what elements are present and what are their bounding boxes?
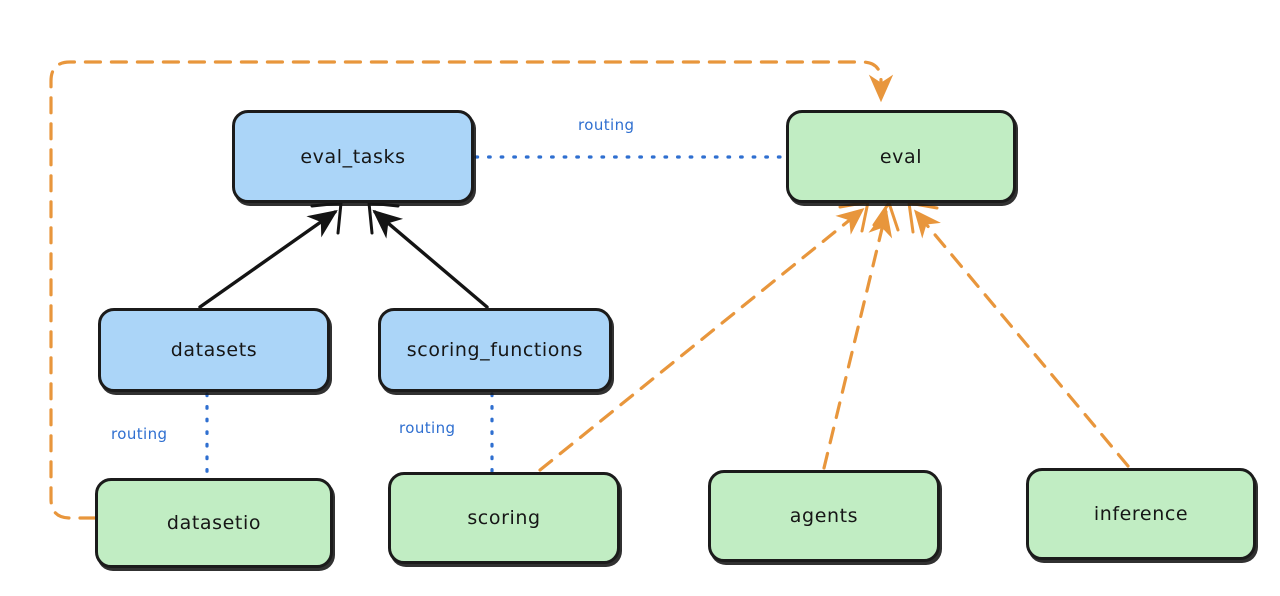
node-eval[interactable]: eval — [786, 110, 1016, 203]
node-scoring-label: scoring — [467, 507, 541, 529]
node-datasetio-label: datasetio — [166, 512, 262, 534]
node-datasets[interactable]: datasets — [98, 308, 330, 392]
node-scoring-functions-label: scoring_functions — [406, 339, 584, 361]
node-datasets-label: datasets — [170, 339, 258, 361]
node-inference-label: inference — [1093, 503, 1189, 525]
edge-agents-to-eval — [822, 199, 900, 470]
node-datasetio[interactable]: datasetio — [95, 478, 333, 568]
edge-label-routing-datasets: routing — [111, 425, 168, 443]
edge-label-routing-scoring: routing — [399, 419, 456, 437]
edge-scoring-functions-to-eval-tasks — [367, 201, 489, 309]
node-agents-label: agents — [789, 505, 859, 527]
edge-label-routing-eval: routing — [578, 116, 635, 134]
node-scoring-functions[interactable]: scoring_functions — [378, 308, 612, 392]
node-eval-tasks[interactable]: eval_tasks — [232, 110, 474, 203]
node-eval-tasks-label: eval_tasks — [300, 145, 406, 168]
node-scoring[interactable]: scoring — [388, 472, 620, 564]
edge-inference-to-eval — [907, 201, 1130, 468]
edge-datasets-to-eval-tasks — [198, 201, 343, 309]
node-inference[interactable]: inference — [1026, 468, 1256, 560]
node-agents[interactable]: agents — [708, 470, 940, 562]
edge-datasetio-to-eval — [49, 60, 894, 520]
node-eval-label: eval — [879, 145, 923, 168]
